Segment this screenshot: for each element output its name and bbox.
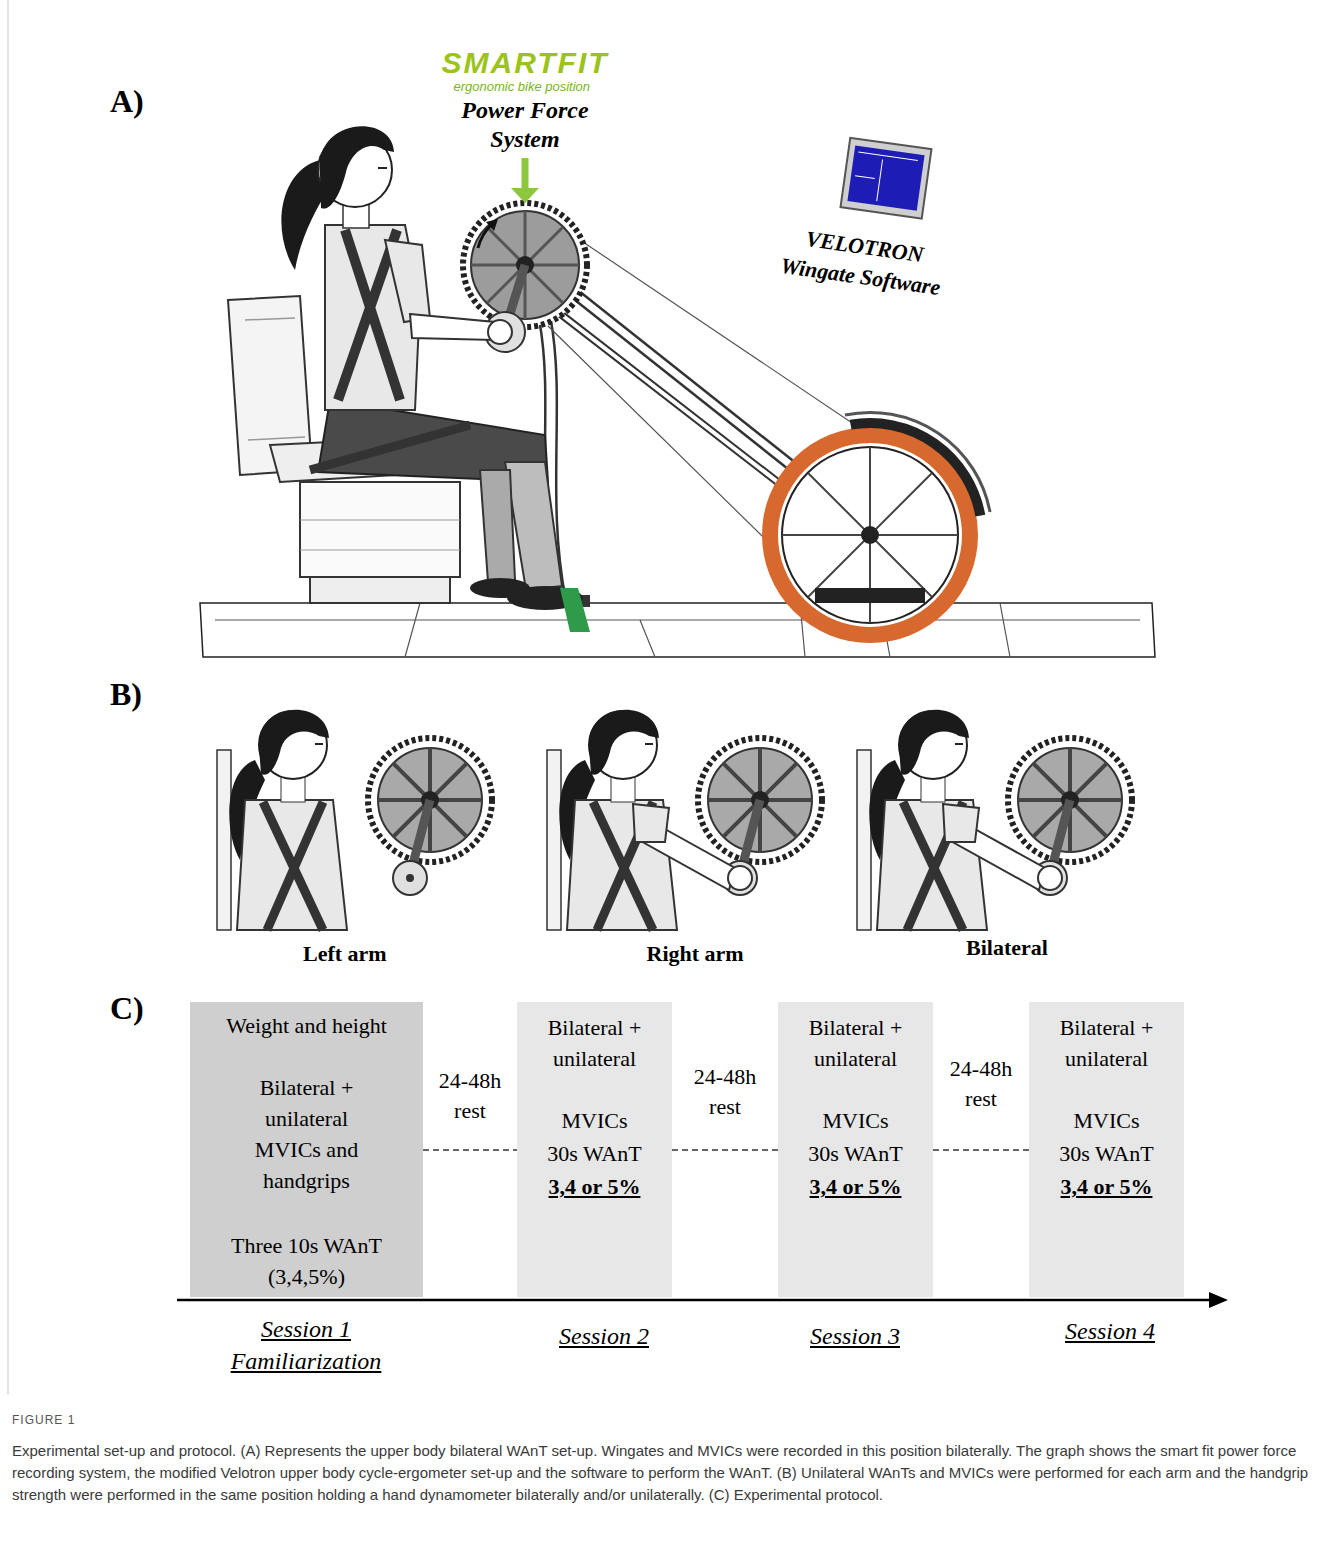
session-text: Weight and height	[194, 1010, 419, 1041]
session-text: Bilateral + unilateral	[791, 1012, 921, 1074]
session-text: Bilateral + unilateral	[1042, 1012, 1172, 1074]
rest-connector	[933, 1149, 1029, 1150]
session-text: 3,4 or 5%	[1032, 1171, 1182, 1202]
rest-label: 24-48h rest	[430, 1066, 510, 1126]
panel-label: B)	[110, 676, 142, 712]
session-text: 3,4 or 5%	[781, 1171, 931, 1202]
session-label: Session 2	[559, 1320, 649, 1352]
session-text: Bilateral + unilateral	[530, 1012, 660, 1074]
session-text: 30s WAnT	[1032, 1138, 1182, 1169]
logo-text: SMARTFIT	[442, 48, 609, 78]
figure-number: FIGURE 1	[12, 1412, 75, 1428]
logo-tagline: ergonomic bike position	[454, 79, 591, 94]
ergometer-setup	[200, 126, 1155, 657]
session-label: Session 1 Familiarization	[206, 1313, 406, 1377]
session-box: Bilateral + unilateralMVICs30s WAnT3,4 o…	[517, 1002, 672, 1297]
panel-label: C)	[110, 990, 144, 1026]
rest-connector	[672, 1149, 778, 1150]
rest-label: 24-48h rest	[685, 1062, 765, 1122]
rest-connector	[423, 1149, 517, 1150]
system-label: Power Force System	[435, 96, 615, 154]
session-text: MVICs	[1032, 1105, 1182, 1136]
figure-caption: Experimental set-up and protocol. (A) Re…	[12, 1440, 1312, 1506]
condition-label: Bilateral	[966, 934, 1048, 962]
session-label: Session 3	[810, 1320, 900, 1352]
software-label: VELOTRON Wingate Software	[766, 219, 958, 304]
frame-line	[8, 0, 9, 1395]
session-text: MVICs	[781, 1105, 931, 1136]
session-text: Three 10s WAnT (3,4,5%)	[217, 1230, 397, 1292]
session-box: Weight and heightBilateral + unilateral …	[190, 1002, 423, 1297]
force-arrow	[511, 158, 539, 203]
session-box: Bilateral + unilateralMVICs30s WAnT3,4 o…	[1029, 1002, 1184, 1297]
rest-label: 24-48h rest	[941, 1054, 1021, 1114]
session-label: Session 4	[1065, 1315, 1155, 1347]
session-text: 3,4 or 5%	[520, 1171, 670, 1202]
session-text: 30s WAnT	[781, 1138, 931, 1169]
condition-label: Right arm	[647, 940, 744, 968]
session-text: MVICs	[520, 1105, 670, 1136]
panel-label: A)	[110, 83, 144, 119]
session-text: Bilateral + unilateral MVICs and handgri…	[237, 1072, 377, 1196]
condition-label: Left arm	[303, 940, 387, 968]
session-text: 30s WAnT	[520, 1138, 670, 1169]
arm-views	[217, 710, 1132, 930]
monitor-icon	[841, 138, 932, 219]
session-box: Bilateral + unilateralMVICs30s WAnT3,4 o…	[778, 1002, 933, 1297]
